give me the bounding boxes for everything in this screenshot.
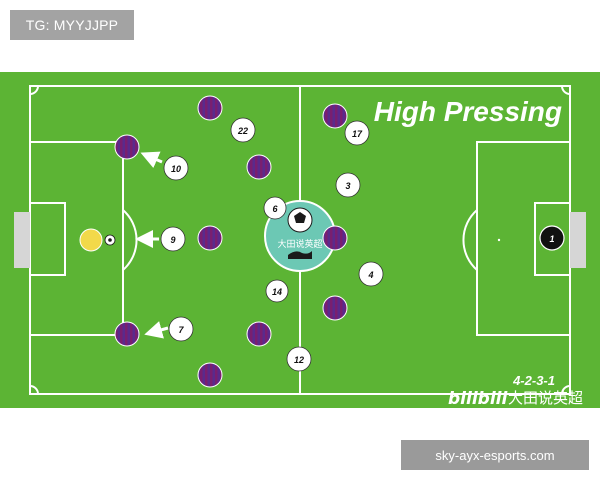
player-14: 14	[265, 279, 289, 303]
opponent-keeper	[79, 228, 103, 252]
penalty-spot-right	[497, 238, 501, 242]
arrow-icon	[140, 151, 163, 169]
svg-text:4: 4	[367, 270, 373, 280]
center-circle-logo: 大田说英超	[264, 200, 336, 272]
pressing-arrows	[135, 151, 169, 339]
opponent-marker	[322, 103, 348, 129]
svg-text:1: 1	[549, 234, 554, 244]
goal-left	[14, 212, 30, 268]
formation-label: 4-2-3-1	[512, 373, 555, 388]
player-4: 4	[358, 261, 384, 287]
player-3: 3	[335, 172, 361, 198]
goal-right	[570, 212, 586, 268]
opponent-marker	[322, 295, 348, 321]
opponent-marker	[114, 321, 140, 347]
svg-text:22: 22	[237, 126, 248, 136]
svg-text:3: 3	[345, 181, 350, 191]
opponent-marker	[246, 321, 272, 347]
player-12: 12	[286, 346, 312, 372]
player-9: 9	[160, 226, 186, 252]
diagram-title: High Pressing	[374, 96, 562, 127]
svg-text:12: 12	[294, 355, 304, 365]
center-logo-text: 大田说英超	[277, 238, 322, 250]
watermark-channel: 大田说英超	[508, 389, 583, 407]
top-left-tag: TG: MYYJJPP	[10, 10, 134, 40]
team-players: 10 22 9 7 6 14 12 17 3 4 1	[160, 117, 565, 372]
source-label[interactable]: sky-ayx-esports.com	[401, 440, 589, 470]
opponent-marker	[246, 154, 272, 180]
svg-text:14: 14	[272, 287, 282, 297]
opponent-marker	[114, 134, 140, 160]
opponent-marker	[197, 95, 223, 121]
pitch-diagram: 大田说英超 High Pressing 10 22 9	[0, 72, 600, 408]
player-22: 22	[230, 117, 256, 143]
opponent-marker	[197, 362, 223, 388]
arrow-icon	[144, 321, 169, 339]
opponent-marker	[197, 225, 223, 251]
opponent-players	[114, 95, 348, 388]
svg-text:9: 9	[170, 235, 175, 245]
player-1-keeper: 1	[539, 225, 565, 251]
player-6: 6	[263, 196, 287, 220]
svg-text:10: 10	[171, 164, 181, 174]
svg-text:7: 7	[178, 325, 184, 335]
player-10: 10	[163, 155, 189, 181]
player-7: 7	[168, 316, 194, 342]
player-17: 17	[344, 120, 370, 146]
opponent-marker	[322, 225, 348, 251]
svg-text:6: 6	[272, 204, 278, 214]
watermark-brand: bilibili	[448, 389, 508, 408]
ball-icon	[104, 234, 116, 246]
svg-text:17: 17	[352, 129, 363, 139]
